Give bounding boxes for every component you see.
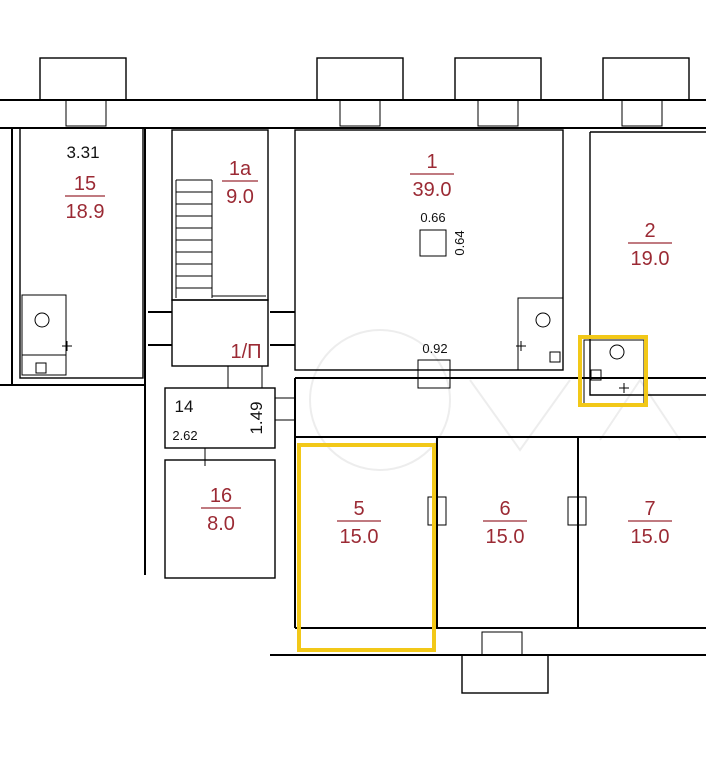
room-15-number: 15 [74,173,96,195]
dimension-2-62: 2.62 [172,428,197,443]
staircase [175,179,266,298]
sink-icon [549,351,561,363]
room-1p-number: 1/П [230,341,261,363]
room-2-walls [589,131,706,396]
room-labels: 15 18.9 1a 9.0 1 39.0 2 19.0 1/П 14 16 8… [65,151,672,548]
room-1p-walls [171,299,269,367]
toilet-icon [535,312,551,328]
room-1a-number: 1a [229,158,252,180]
room-6-number: 6 [499,498,510,520]
walls [0,99,706,656]
balconies [39,57,690,694]
sink-icon [590,369,602,381]
room-16-walls [164,459,276,579]
room-16-number: 16 [210,485,232,507]
dimension-0-66: 0.66 [420,210,445,225]
room-15-area: 18.9 [66,201,105,223]
room-6-area: 15.0 [486,526,525,548]
room-14-number: 14 [175,397,194,416]
room-5-number: 5 [353,498,364,520]
room-7-number: 7 [644,498,655,520]
dimension-0-92: 0.92 [422,341,447,356]
dimension-3-31: 3.31 [66,143,99,162]
sink-icon [35,362,47,374]
toilet-icons [34,312,629,393]
room-7-area: 15.0 [631,526,670,548]
room-5-area: 15.0 [340,526,379,548]
room-1a-walls [171,129,269,301]
doorway [417,359,451,389]
highlight-bathroom-2 [578,335,648,407]
room-1-number: 1 [426,151,437,173]
room-1a-area: 9.0 [226,186,254,208]
toilet-icon [609,344,625,360]
room-2-area: 19.0 [631,248,670,270]
room-16-area: 8.0 [207,513,235,535]
room-2-number: 2 [644,220,655,242]
toilet-icon [34,312,50,328]
room-15-walls [19,127,144,379]
watermark [309,329,681,471]
room-1-walls [294,129,564,371]
highlight-room-5 [297,443,436,652]
column [419,229,447,257]
room-1-area: 39.0 [413,179,452,201]
dimension-1-49: 1.49 [247,401,266,434]
dimension-labels: 3.31 0.66 0.64 0.92 1.49 2.62 [66,143,467,443]
dimension-0-64: 0.64 [452,230,467,255]
